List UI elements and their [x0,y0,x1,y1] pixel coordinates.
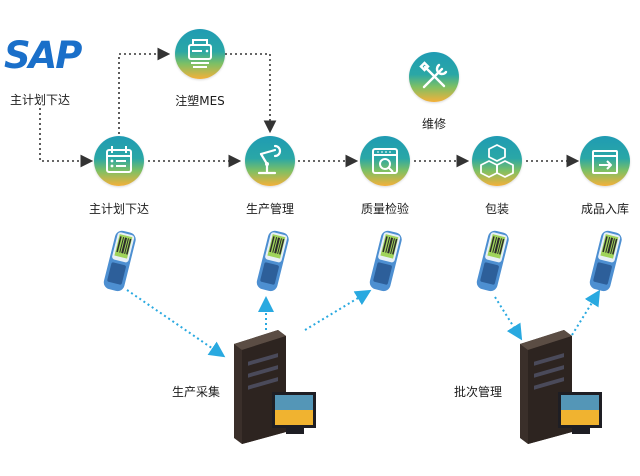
barcode-scanner-icon [103,230,136,292]
edge-scanner1-to-collect-server [126,289,226,358]
barcode-scanner-icon [256,230,289,292]
pack-node [472,136,522,186]
molding-label: 注塑MES [175,94,225,108]
barcode-scanner-icon [369,230,402,292]
batch-label: 批次管理 [453,385,503,399]
inspection-icon [372,148,398,174]
maintain-label: 维修 [421,117,447,131]
sap-logo: SAP [4,34,82,77]
edge-molding-to-produce [225,53,277,134]
sap-caption: 主计划下达 [9,93,71,107]
box-in-icon [592,150,618,174]
collect-server-icon [234,330,316,444]
batch-server-icon [520,330,602,444]
warehouse-node [580,136,630,186]
tools-icon [419,61,448,89]
printer-icon [188,39,212,68]
maintain-node [409,52,459,102]
produce-label: 生产管理 [245,202,295,216]
plan-label: 主计划下达 [88,202,150,216]
plan-node [94,136,144,186]
edge-collect-server-to-scanner3 [304,289,372,331]
robot-arm-icon [257,144,282,175]
quality-label: 质量检验 [360,202,410,216]
boxes-icon [480,144,514,178]
molding-node [175,29,225,79]
produce-node [245,136,295,186]
pack-label: 包装 [484,202,510,216]
barcode-scanner-icon [476,230,509,292]
quality-node [360,136,410,186]
warehouse-label: 成品入库 [580,202,630,216]
barcode-scanner-icon [589,230,622,292]
calendar-list-icon [106,146,132,173]
edge-batch-server-to-scanner5 [571,289,601,336]
collect-label: 生产采集 [171,385,221,399]
edge-plan-to-molding [118,47,171,134]
edge-sap-to-plan [39,108,94,168]
